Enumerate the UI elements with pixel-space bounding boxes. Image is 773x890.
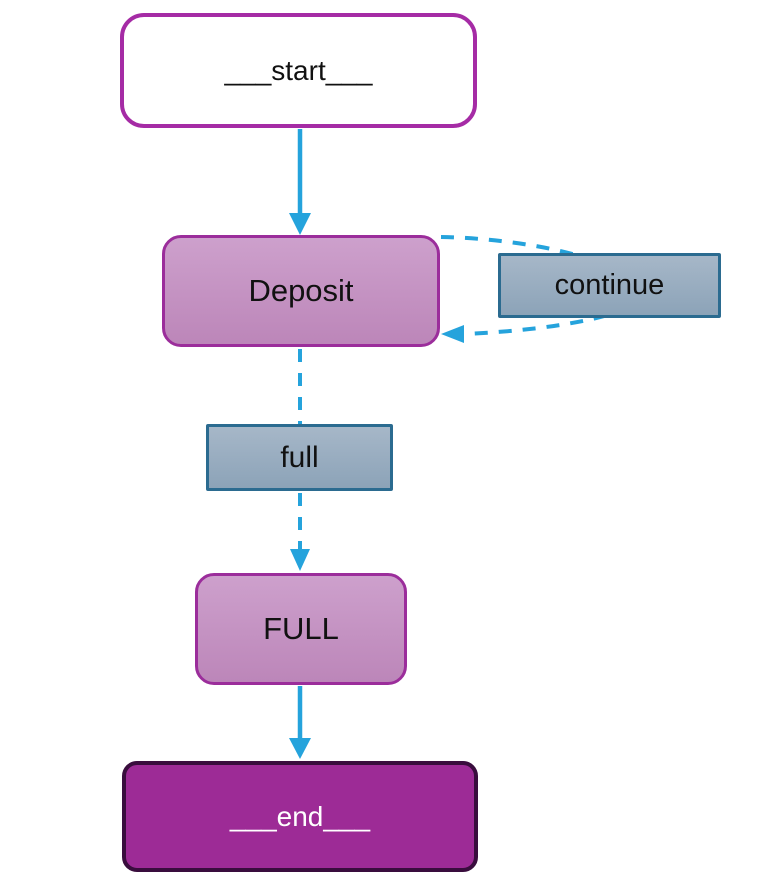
edge-full-to-end xyxy=(289,686,311,759)
edge-label-continue: continue xyxy=(498,253,721,318)
node-deposit-label: Deposit xyxy=(248,273,354,308)
edge-label-full: full xyxy=(206,424,393,491)
edge-start-to-deposit xyxy=(289,129,311,235)
node-start: ___start___ xyxy=(120,13,477,128)
node-start-label: ___start___ xyxy=(224,54,373,86)
node-deposit: Deposit xyxy=(162,235,440,347)
node-full: FULL xyxy=(195,573,407,685)
node-end: ___end___ xyxy=(122,761,478,872)
edge-label-continue-text: continue xyxy=(554,269,665,301)
edge-label-full-text: full xyxy=(280,440,319,474)
node-full-label: FULL xyxy=(263,611,339,646)
node-end-label: ___end___ xyxy=(229,800,371,832)
edge-deposit-self-loop xyxy=(440,235,647,343)
